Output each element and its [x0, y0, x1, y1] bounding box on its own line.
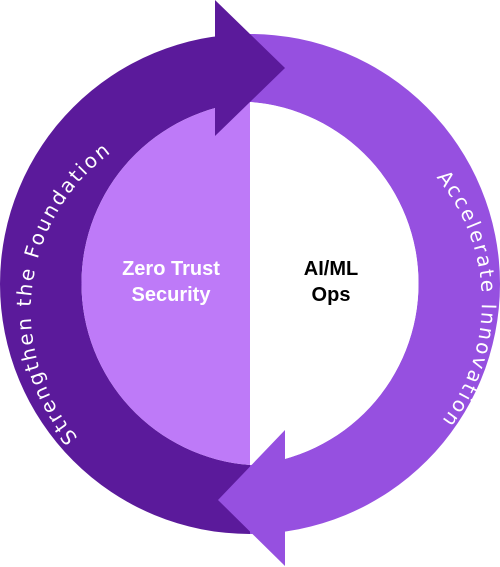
center-right-label: AI/ML Ops: [266, 256, 396, 308]
center-right-half: [250, 102, 419, 465]
arrow-right-icon: [215, 0, 285, 136]
left-arc: [0, 34, 250, 534]
center-right-line2: Ops: [311, 284, 351, 306]
center-left-line2: Security: [131, 284, 211, 306]
right-arc: [250, 34, 500, 534]
center-left-half: [81, 102, 250, 465]
center-left-label: Zero Trust Security: [106, 256, 236, 308]
center-right-line1: AI/ML: [303, 258, 359, 280]
arrow-left-icon: [218, 430, 285, 566]
center-left-line1: Zero Trust: [122, 258, 220, 280]
